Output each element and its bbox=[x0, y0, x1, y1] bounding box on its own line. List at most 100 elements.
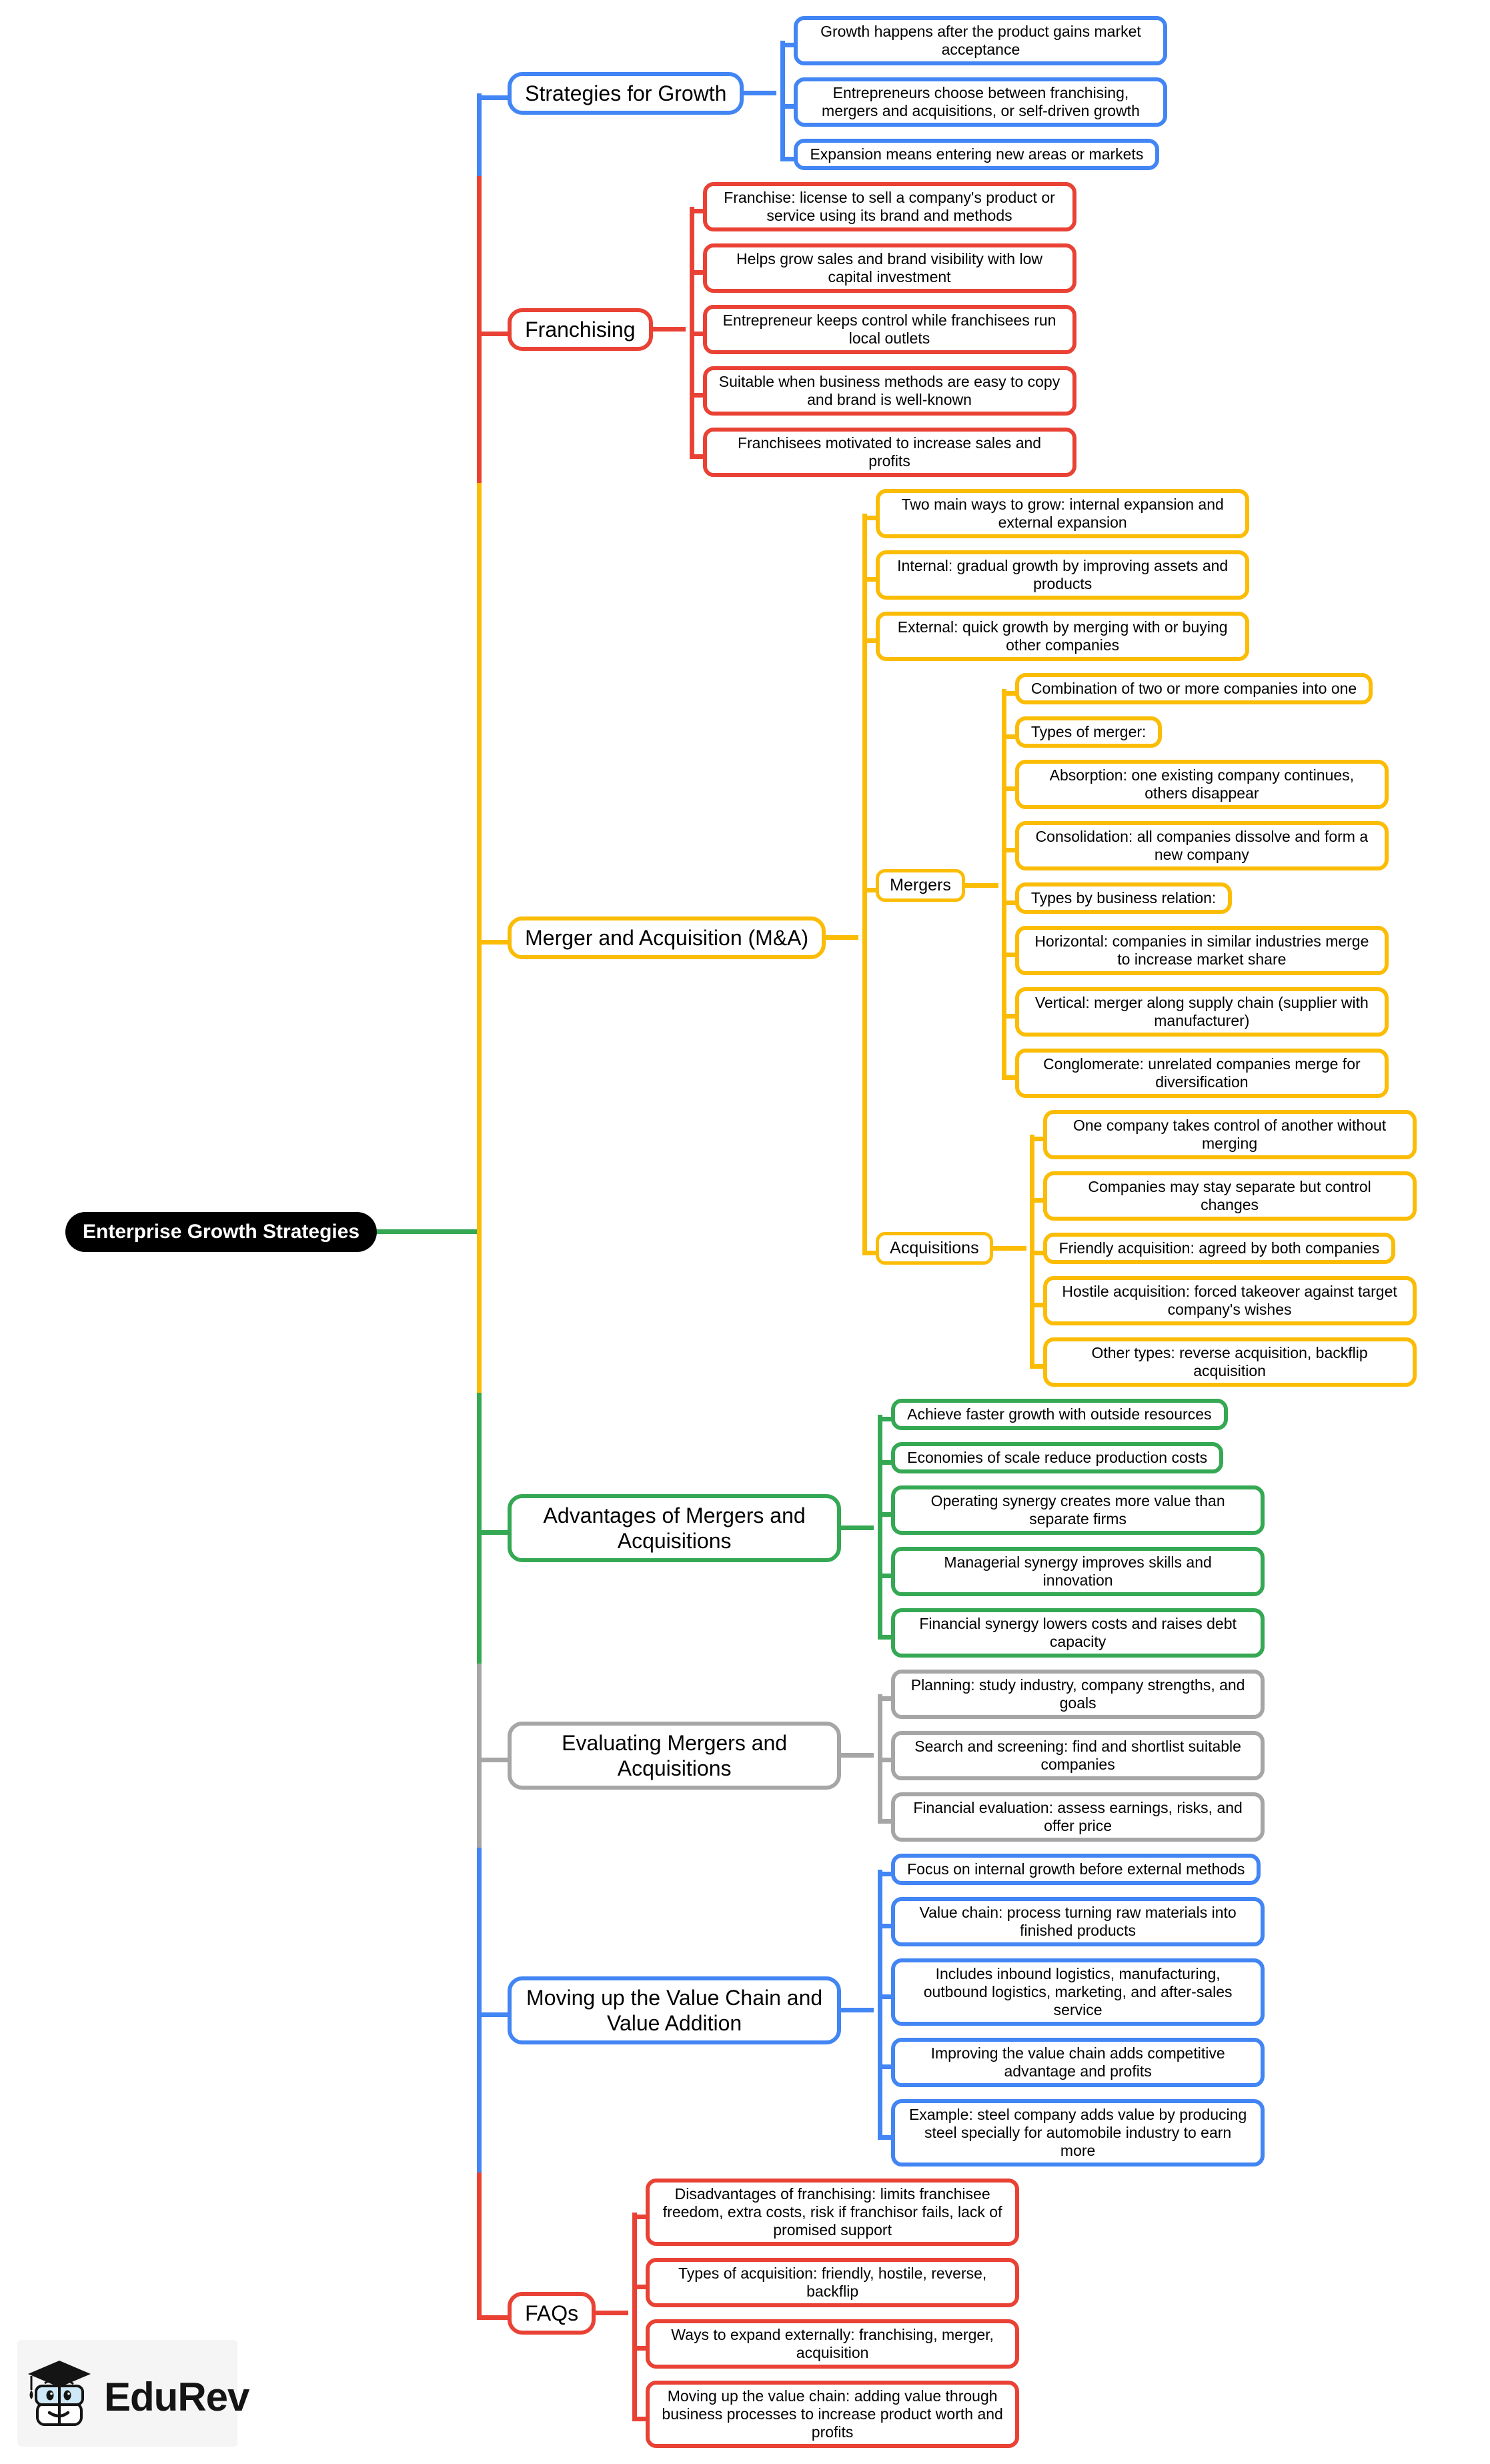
branch-merger-and-acquisition: Merger and Acquisition (M&A) Two main wa… bbox=[477, 483, 1417, 1393]
map-node: Friendly acquisition: agreed by both com… bbox=[1029, 1227, 1417, 1270]
map-node: Hostile acquisition: forced takeover aga… bbox=[1029, 1270, 1417, 1331]
map-node-text: Combination of two or more companies int… bbox=[1014, 673, 1373, 704]
edurev-brand-text: EduRev bbox=[104, 2375, 249, 2419]
subgroup-acquisitions: Acquisitions One company takes control o… bbox=[862, 1104, 1417, 1387]
branches-column: Strategies for Growth Growth happens aft… bbox=[477, 16, 1417, 2448]
map-node-text: Conglomerate: unrelated companies merge … bbox=[1014, 1049, 1389, 1098]
map-node-text: Consolidation: all companies dissolve an… bbox=[1014, 821, 1389, 870]
map-node-text: Hostile acquisition: forced takeover aga… bbox=[1042, 1276, 1417, 1325]
map-node: One company takes control of another wit… bbox=[1029, 1110, 1417, 1165]
branch-evaluating-node: Evaluating Mergers and Acquisitions bbox=[508, 1722, 874, 1790]
map-node: Disadvantages of franchising: limits fra… bbox=[632, 2179, 1020, 2252]
map-node: Improving the value chain adds competiti… bbox=[878, 2032, 1265, 2093]
map-node: Two main ways to grow: internal expansio… bbox=[862, 489, 1416, 544]
map-node-text: Helps grow sales and brand visibility wi… bbox=[702, 243, 1076, 293]
map-node: Horizontal: companies in similar industr… bbox=[1001, 920, 1389, 981]
map-node: Operating synergy creates more value tha… bbox=[878, 1479, 1265, 1541]
map-node-text: Absorption: one existing company continu… bbox=[1014, 760, 1389, 809]
map-node: Internal: gradual growth by improving as… bbox=[862, 544, 1416, 606]
map-node-text: Internal: gradual growth by improving as… bbox=[876, 550, 1250, 600]
map-node-text: Two main ways to grow: internal expansio… bbox=[876, 489, 1250, 538]
branch-subtree: Franchising Franchise: license to sell a… bbox=[508, 182, 1076, 477]
map-node: Focus on internal growth before external… bbox=[878, 1854, 1265, 1891]
children-group: Focus on internal growth before external… bbox=[878, 1854, 1265, 2167]
branch-franchising-node: Franchising bbox=[508, 308, 686, 351]
map-node: Economies of scale reduce production cos… bbox=[878, 1436, 1265, 1479]
map-node-text: Expansion means entering new areas or ma… bbox=[794, 139, 1160, 170]
map-node: Franchisees motivated to increase sales … bbox=[689, 422, 1076, 477]
map-node: Types of acquisition: friendly, hostile,… bbox=[632, 2252, 1020, 2313]
map-node-text: Example: steel company adds value by pro… bbox=[891, 2099, 1265, 2167]
branch-faqs: FAQs Disadvantages of franchising: limit… bbox=[477, 2173, 1416, 2448]
map-node-text: Includes inbound logistics, manufacturin… bbox=[891, 1958, 1265, 2026]
map-node: Achieve faster growth with outside resou… bbox=[878, 1399, 1265, 1436]
map-node-text: Operating synergy creates more value tha… bbox=[891, 1485, 1265, 1535]
map-node-text: Friendly acquisition: agreed by both com… bbox=[1042, 1233, 1396, 1264]
map-node-text: Types of merger: bbox=[1014, 716, 1163, 748]
map-node: Planning: study industry, company streng… bbox=[878, 1670, 1265, 1725]
branch-strategies-for-growth-node: Strategies for Growth bbox=[508, 71, 777, 115]
map-node-text: Planning: study industry, company streng… bbox=[891, 1670, 1265, 1719]
children-group: Growth happens after the product gains m… bbox=[780, 16, 1168, 170]
map-node: Vertical: merger along supply chain (sup… bbox=[1001, 981, 1389, 1043]
map-node: Financial synergy lowers costs and raise… bbox=[878, 1602, 1265, 1658]
branch-subtree: Moving up the Value Chain and Value Addi… bbox=[508, 1854, 1265, 2167]
map-node-text: One company takes control of another wit… bbox=[1042, 1110, 1417, 1159]
branch-subtree: Merger and Acquisition (M&A) Two main wa… bbox=[508, 489, 1417, 1387]
map-node: Conglomerate: unrelated companies merge … bbox=[1001, 1043, 1389, 1098]
map-node-text: Improving the value chain adds competiti… bbox=[891, 2038, 1265, 2087]
map-node-text: Vertical: merger along supply chain (sup… bbox=[1014, 987, 1389, 1037]
branch-subtree: Acquisitions One company takes control o… bbox=[876, 1110, 1417, 1387]
map-node: Absorption: one existing company continu… bbox=[1001, 754, 1389, 815]
map-node-text: Franchise: license to sell a company's p… bbox=[702, 182, 1076, 231]
subgroup-mergers-node: Mergers bbox=[876, 869, 998, 902]
branch-evaluating-mergers-and-acquisitions: Evaluating Mergers and Acquisitions Plan… bbox=[477, 1664, 1416, 1848]
mindmap-tree: Enterprise Growth Strategies Strategies … bbox=[0, 16, 1417, 2448]
map-node: Helps grow sales and brand visibility wi… bbox=[689, 237, 1076, 299]
map-node-text: Other types: reverse acquisition, backfl… bbox=[1042, 1337, 1417, 1387]
map-node: Combination of two or more companies int… bbox=[1001, 673, 1389, 710]
map-node: Ways to expand externally: franchising, … bbox=[632, 2313, 1020, 2375]
map-node-text: Economies of scale reduce production cos… bbox=[891, 1442, 1224, 1473]
map-node: Entrepreneurs choose between franchising… bbox=[780, 71, 1168, 133]
map-node-text: Franchisees motivated to increase sales … bbox=[702, 428, 1076, 477]
branch-franchising: Franchising Franchise: license to sell a… bbox=[477, 176, 1416, 483]
map-node-text: Search and screening: find and shortlist… bbox=[891, 1731, 1265, 1780]
map-node-text: Value chain: process turning raw materia… bbox=[891, 1897, 1265, 1946]
map-node: Example: steel company adds value by pro… bbox=[878, 2093, 1265, 2167]
root-node: Enterprise Growth Strategies bbox=[65, 1212, 478, 1252]
subgroup-mergers: Mergers Combination of two or more compa… bbox=[862, 667, 1416, 1104]
map-node: Includes inbound logistics, manufacturin… bbox=[878, 1952, 1265, 2032]
map-node-text: Achieve faster growth with outside resou… bbox=[891, 1399, 1228, 1430]
branch-subtree: Strategies for Growth Growth happens aft… bbox=[508, 16, 1168, 170]
edurev-mascot-icon bbox=[27, 2359, 93, 2435]
children-group: Combination of two or more companies int… bbox=[1001, 673, 1389, 1098]
branch-advantages-node: Advantages of Mergers and Acquisitions bbox=[508, 1494, 874, 1562]
map-node-text: Disadvantages of franchising: limits fra… bbox=[646, 2179, 1020, 2246]
map-node: Other types: reverse acquisition, backfl… bbox=[1029, 1331, 1417, 1387]
branch-subtree: Evaluating Mergers and Acquisitions Plan… bbox=[508, 1670, 1265, 1842]
map-node: Suitable when business methods are easy … bbox=[689, 360, 1076, 422]
branch-subtree: FAQs Disadvantages of franchising: limit… bbox=[508, 2179, 1020, 2448]
branch-strategies-for-growth: Strategies for Growth Growth happens aft… bbox=[477, 16, 1416, 176]
map-node-text: Suitable when business methods are easy … bbox=[702, 366, 1076, 416]
map-node-text: Entrepreneur keeps control while franchi… bbox=[702, 305, 1076, 354]
map-node-text: External: quick growth by merging with o… bbox=[876, 612, 1250, 661]
children-group: One company takes control of another wit… bbox=[1029, 1110, 1417, 1387]
map-node: Moving up the value chain: adding value … bbox=[632, 2375, 1020, 2448]
map-node-text: Entrepreneurs choose between franchising… bbox=[794, 77, 1168, 127]
map-node: Types by business relation: bbox=[1001, 876, 1389, 920]
branch-merger-and-acquisition-node: Merger and Acquisition (M&A) bbox=[508, 916, 859, 959]
branch-moving-up-the-value-chain: Moving up the Value Chain and Value Addi… bbox=[477, 1848, 1416, 2173]
branch-subtree: Mergers Combination of two or more compa… bbox=[876, 673, 1389, 1098]
map-node-text: Companies may stay separate but control … bbox=[1042, 1171, 1417, 1221]
children-group: Achieve faster growth with outside resou… bbox=[878, 1399, 1265, 1658]
map-node: Expansion means entering new areas or ma… bbox=[780, 133, 1167, 170]
edurev-logo: EduRev bbox=[27, 2359, 249, 2435]
map-node-text: Focus on internal growth before external… bbox=[891, 1854, 1261, 1885]
map-node-text: Moving up the value chain: adding value … bbox=[646, 2381, 1020, 2448]
map-node-text: Growth happens after the product gains m… bbox=[794, 16, 1168, 65]
map-node: Financial evaluation: assess earnings, r… bbox=[878, 1786, 1265, 1842]
map-node-text: Financial synergy lowers costs and raise… bbox=[891, 1608, 1265, 1658]
